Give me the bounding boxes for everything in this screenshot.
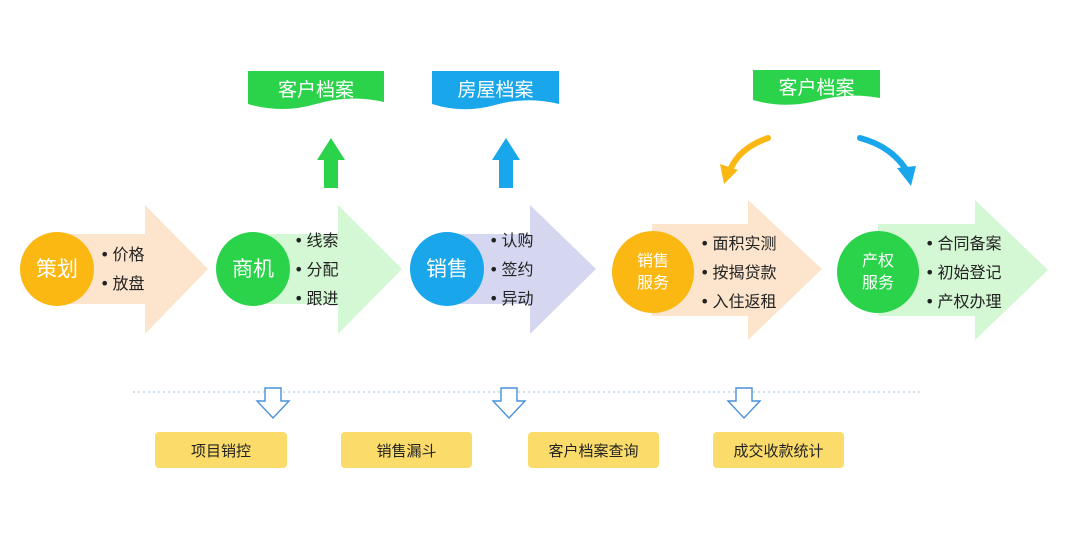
down-arrow-1 [255, 387, 291, 420]
banner-customer-archive-1: 客户档案 [277, 79, 354, 101]
bullets-opportunity: 线索 分配 跟进 [294, 226, 338, 313]
report-project-sales-control: 项目销控 [155, 432, 287, 468]
bullet-item: 分配 [294, 255, 338, 284]
up-arrow-green [317, 138, 345, 188]
stage-title-opportunity: 商机 [232, 256, 274, 281]
bullets-planning: 价格 放盘 [100, 240, 144, 298]
banner-shape-customer-2 [753, 70, 880, 105]
bullet-item: 线索 [294, 226, 338, 255]
banner-shape-customer-1 [248, 71, 384, 109]
stage-title-sales-service-line2: 服务 [636, 273, 669, 292]
bullet-item: 面积实测 [700, 229, 776, 258]
bullets-sales: 认购 签约 异动 [489, 226, 533, 313]
bullet-item: 价格 [100, 240, 144, 269]
report-sales-funnel: 销售漏斗 [341, 432, 472, 468]
bullet-item: 按揭贷款 [700, 258, 776, 287]
bullet-item: 放盘 [100, 269, 144, 298]
stage-circle-planning [20, 232, 94, 306]
stage-title-property-service-line2: 服务 [861, 273, 894, 292]
bullet-item: 初始登记 [925, 258, 1001, 287]
bullet-item: 认购 [489, 226, 533, 255]
stage-circle-property-service [837, 231, 919, 313]
stage-title-property-service-line1: 产权 [861, 251, 894, 271]
bullet-item: 合同备案 [925, 229, 1001, 258]
curved-arrow-orange-head [720, 164, 738, 184]
stage-title-sales-service: 销售 服务 [612, 231, 694, 313]
curved-arrow-orange [728, 135, 771, 171]
stage-circle-sales [410, 232, 484, 306]
bullets-sales-service: 面积实测 按揭贷款 入住返租 [700, 229, 776, 316]
report-customer-archive-query: 客户档案查询 [528, 432, 659, 468]
stage-title-planning: 策划 [36, 256, 78, 281]
bullet-item: 异动 [489, 284, 533, 313]
stage-title-sales-service-line1: 销售 [636, 251, 669, 271]
stage-title-sales: 销售 [426, 256, 468, 281]
banner-house-archive: 房屋档案 [457, 79, 534, 101]
stage-circle-opportunity [216, 232, 290, 306]
bullet-item: 入住返租 [700, 287, 776, 316]
down-arrow-2 [491, 387, 527, 420]
banner-shape-house [432, 71, 559, 110]
banner-customer-archive-2: 客户档案 [778, 77, 855, 99]
stage-circle-sales-service [612, 231, 694, 313]
curved-arrow-blue [857, 135, 908, 171]
report-deal-collection-stats: 成交收款统计 [713, 432, 844, 468]
stage-title-property-service: 产权 服务 [837, 231, 919, 313]
bullet-item: 签约 [489, 255, 533, 284]
bullet-item: 产权办理 [925, 287, 1001, 316]
down-arrow-3 [726, 387, 762, 420]
bullets-property-service: 合同备案 初始登记 产权办理 [925, 229, 1001, 316]
bullet-item: 跟进 [294, 284, 338, 313]
curved-arrow-blue-head [897, 166, 916, 186]
up-arrow-blue [492, 138, 520, 188]
